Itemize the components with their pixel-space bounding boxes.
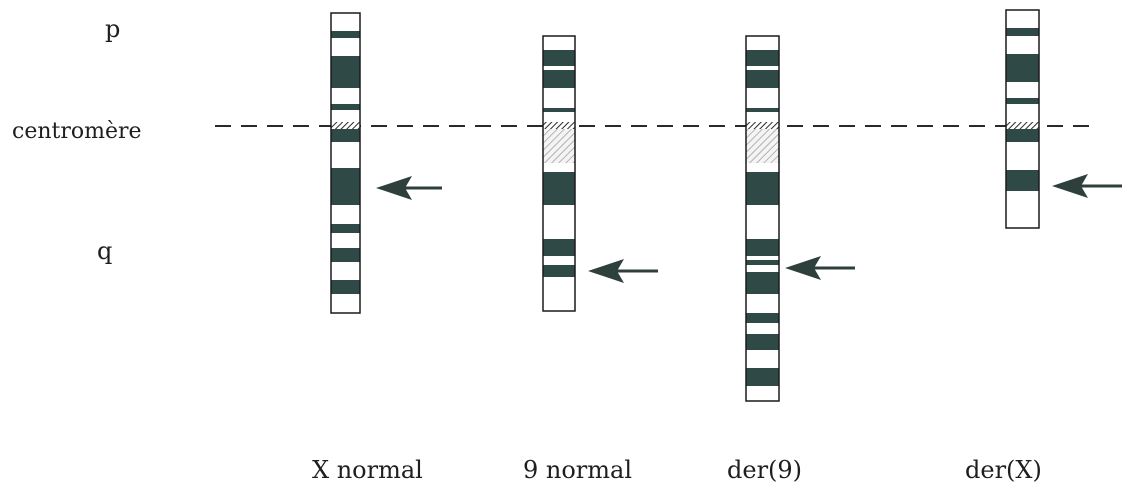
der-9-dark-band: [746, 260, 779, 265]
der-9-dark-band: [746, 108, 779, 112]
x-normal-centromere-band: [331, 122, 360, 129]
x-normal-dark-band: [331, 168, 360, 205]
der-x-dark-band: [1006, 98, 1039, 104]
der-9-outline: [745, 35, 780, 402]
der-x-outline: [1005, 9, 1040, 229]
9-normal-dark-band: [543, 239, 575, 256]
9-normal-dark-band: [543, 172, 575, 205]
label-der-x: der(X): [965, 456, 1042, 484]
chromosome-der-9: [745, 35, 780, 402]
der-9-dark-band: [746, 172, 779, 205]
9-normal-outline: [542, 35, 576, 312]
9-normal-dark-band: [543, 70, 575, 88]
x-normal-dark-band: [331, 224, 360, 233]
der-9-dark-band: [746, 70, 779, 88]
der-9-dark-band: [746, 368, 779, 386]
der-x-dark-band: [1006, 54, 1039, 82]
breakpoint-arrow-der-x: [1052, 174, 1122, 198]
der-x-centromere-band: [1006, 122, 1039, 129]
x-normal-dark-band: [331, 248, 360, 262]
chromosome-x-normal: [330, 12, 361, 314]
der-x-body: [1006, 10, 1039, 228]
der-9-centromere-band: [746, 122, 779, 129]
label-9-normal: 9 normal: [523, 456, 632, 484]
breakpoint-arrow-9-normal: [588, 259, 658, 283]
der-9-dark-band: [746, 50, 779, 66]
breakpoint-arrow-x-normal: [376, 176, 442, 200]
x-normal-dark-band: [331, 104, 360, 110]
q-arm-label: q: [97, 237, 112, 265]
der-9-dark-band: [746, 239, 779, 256]
9-normal-dark-band: [543, 50, 575, 66]
p-arm-label: p: [105, 15, 120, 43]
9-normal-heterochromatin-band: [543, 129, 575, 163]
9-normal-centromere-band: [543, 122, 575, 129]
der-9-heterochromatin-band: [746, 129, 779, 163]
x-normal-dark-band: [331, 56, 360, 88]
der-9-dark-band: [746, 334, 779, 350]
label-der-9: der(9): [727, 456, 802, 484]
9-normal-dark-band: [543, 108, 575, 112]
der-9-dark-band: [746, 313, 779, 323]
x-normal-dark-band: [331, 129, 360, 142]
chromosome-9-normal: [542, 35, 576, 312]
der-x-dark-band: [1006, 129, 1039, 142]
x-normal-outline: [330, 12, 361, 314]
der-x-dark-band: [1006, 170, 1039, 191]
x-normal-dark-band: [331, 280, 360, 294]
der-9-dark-band: [746, 272, 779, 294]
centromere-label: centromère: [12, 119, 142, 144]
x-normal-dark-band: [331, 31, 360, 38]
der-x-dark-band: [1006, 28, 1039, 36]
chromosome-der-x: [1005, 9, 1040, 229]
9-normal-dark-band: [543, 265, 575, 277]
breakpoint-arrow-der-9: [785, 256, 855, 280]
label-x-normal: X normal: [312, 456, 423, 484]
